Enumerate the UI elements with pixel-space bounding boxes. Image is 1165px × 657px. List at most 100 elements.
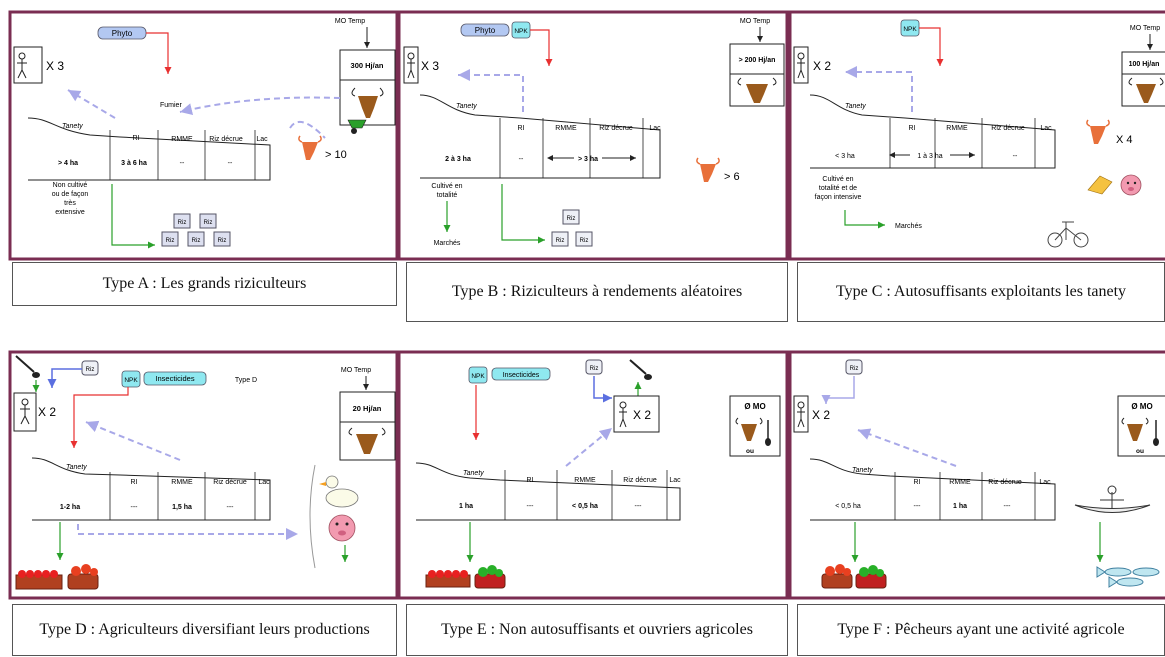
land-value: > 4 ha [58,160,78,167]
npk-input-icon: NPK [511,21,531,39]
worker-icon [613,395,660,433]
mo-label: MO Temp [740,18,770,25]
input-label: Riz [850,366,859,372]
land-header: Riz décrue [623,477,657,484]
svg-text:Riz: Riz [580,238,589,244]
land-value: -- [180,160,185,167]
vegetable-basket-icon [474,565,506,589]
produce-crate-icon [15,570,63,590]
fish-icon [1096,566,1160,588]
land-value: -- [228,160,233,167]
land-header: RI [518,125,525,132]
land-value: < 0,5 ha [835,503,861,510]
land-value: 1 à 3 ha [917,153,942,160]
land-value: --- [1004,503,1012,510]
rice-sack-icon: Riz [81,360,99,376]
caption-type-f: Type F : Pêcheurs ayant une activité agr… [797,604,1165,656]
land-header: Tanety [845,103,866,110]
mo-value: > 200 Hj/an [739,57,776,64]
rice-sack-icon: Riz [845,359,863,375]
input-label: NPK [514,28,528,35]
land-header: RMME [555,125,577,132]
mo-label: MO Temp [1130,25,1160,32]
bicycle-icon [1047,221,1089,248]
input-label: NPK [903,26,917,33]
land-value: 1,5 ha [172,504,192,511]
land-value: 1-2 ha [60,504,80,511]
market-label: Marchés [434,240,461,247]
type-label: Type D [235,377,257,384]
land-value: > 3 ha [578,156,598,163]
caption-type-b: Type B : Riziculteurs à rendements aléat… [406,262,788,322]
or-label: ou [1136,448,1144,455]
cattle-count: X 4 [1116,134,1133,146]
insecticides-input-box: Insecticides [491,367,551,381]
insecticides-input-box: Insecticides [143,371,207,386]
land-header: Lac [649,125,661,132]
land-header: Tanety [66,464,87,471]
pirogue-icon [1074,485,1151,513]
or-label: ou [746,448,754,455]
mo-value: 20 Hj/an [353,404,382,413]
note-line: très [64,200,76,207]
rice-output-icon: Riz Riz Riz [551,209,593,247]
land-value: < 3 ha [835,153,855,160]
caption-type-c: Type C : Autosuffisants exploitants les … [797,262,1165,322]
shovel-icon [15,355,40,378]
mo-box: Ø MO ou [729,395,781,457]
input-label: Phyto [112,29,133,38]
note-line: totalité [437,192,458,199]
land-header: RMME [574,477,596,484]
worker-icon [403,46,419,84]
worker-icon [13,46,43,84]
input-label: Riz [86,367,95,373]
note-line: Cultivé en [822,176,853,183]
svg-text:Riz: Riz [218,238,227,244]
input-label: NPK [471,373,485,380]
vegetable-basket-icon [67,564,99,590]
land-header: RMME [171,479,193,486]
cattle-icon [348,427,386,454]
land-value: -- [519,156,524,163]
svg-text:Riz: Riz [567,216,576,222]
cattle-icon [696,157,720,182]
panel-type-a: Phyto MO Temp 300 Hj/an X 3 Fumier Tanet [8,10,399,261]
npk-input-icon: NPK [468,366,488,384]
panel-type-b: Phyto NPK MO Temp > 200 Hj/an X 3 Tanety… [397,10,789,261]
mo-label: Ø MO [1131,402,1152,411]
land-header: Riz décrue [988,479,1022,486]
land-header: Lac [1040,125,1052,132]
svg-text:Riz: Riz [192,238,201,244]
svg-text:Riz: Riz [166,238,175,244]
vegetable-basket-icon [821,564,887,589]
note-line: ou de façon [52,191,89,198]
npk-input-icon: NPK [900,19,920,37]
cattle-count: > 10 [325,149,347,161]
cattle-count: > 6 [724,171,740,183]
input-label: Phyto [475,26,496,35]
land-header: Riz décrue [209,136,243,143]
svg-text:Riz: Riz [204,220,213,226]
panel-type-d: Riz NPK Insecticides Type D MO Temp 20 H… [8,350,399,600]
svg-text:Riz: Riz [556,238,565,244]
mo-box: Ø MO ou [1117,395,1165,457]
land-header: RI [527,477,534,484]
land-header: Tanety [852,467,873,474]
rice-sack-icon: Riz [585,359,603,375]
land-value: 1 ha [953,503,967,510]
workers-count: X 2 [633,408,651,422]
input-label: Riz [590,366,599,372]
land-value: --- [527,503,535,510]
panel-type-c: NPK MO Temp 100 Hj/an X 2 Tanety RI RMME… [788,10,1165,261]
land-header: Lac [1039,479,1051,486]
caption-type-e: Type E : Non autosuffisants et ouvriers … [406,604,788,656]
mo-value: 300 Hj/an [351,61,384,70]
mo-value: 100 Hj/an [1129,61,1160,68]
cattle-icon [1086,119,1110,144]
workers-count: X 2 [812,408,830,422]
land-value: --- [914,503,922,510]
cattle-icon [351,87,384,118]
land-value: 2 à 3 ha [445,156,471,163]
land-header: RI [909,125,916,132]
